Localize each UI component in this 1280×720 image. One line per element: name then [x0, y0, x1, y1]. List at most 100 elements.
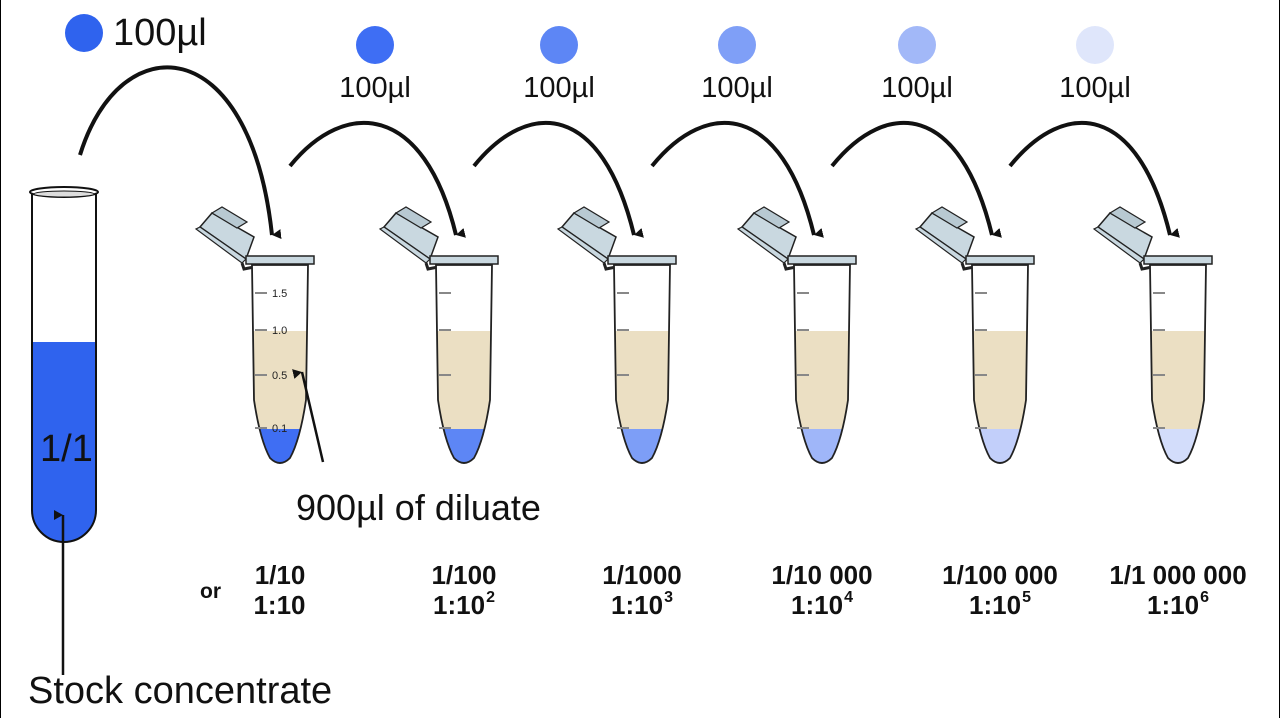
ratio-exponent: 4 [844, 589, 853, 606]
diluted-sample-liquid [252, 429, 308, 463]
tube-outline [613, 264, 671, 464]
transfer-volume-1: 100µl [339, 72, 411, 104]
diluted-sample-liquid [1150, 429, 1206, 463]
tube-outline [793, 264, 851, 464]
diluent-liquid [436, 331, 492, 429]
transfer-volume-5: 100µl [1059, 72, 1131, 104]
tube-lid-tab [930, 206, 969, 229]
dilution-fraction: 1/100 000 [942, 560, 1058, 590]
tube-lid-tab [572, 206, 611, 229]
stock-concentrate-label: Stock concentrate [28, 670, 333, 712]
diluent-liquid [1150, 331, 1206, 429]
transfer-volume-4: 100µl [881, 72, 953, 104]
tube-liquid [436, 331, 492, 463]
dilution-tube-6 [1008, 120, 1213, 464]
transfer-arrow [1008, 120, 1180, 238]
ratio-base: 1:10 [611, 590, 664, 620]
dilution-tube-2 [288, 26, 578, 464]
transfer-drop-4 [898, 26, 936, 64]
dilution-power: 1:103 [532, 589, 752, 625]
tube-liquid [252, 331, 308, 463]
diluent-liquid [252, 331, 308, 429]
tube-rim [429, 255, 499, 265]
tube-outline [1149, 264, 1207, 464]
dilution-power: 1:105 [890, 589, 1110, 625]
tube-lid-tab [752, 206, 791, 229]
tube-hinge [782, 262, 797, 271]
dilution-power: 1:106 [1068, 589, 1280, 625]
dilution-fraction: 1/1 000 000 [1109, 560, 1247, 590]
tube-lid-tab [1108, 206, 1147, 229]
tube-liquid [614, 331, 670, 463]
tube-lid-tab [210, 206, 249, 229]
dilution-power: 1:10 [170, 590, 390, 625]
stock-tube-rim-inner [33, 190, 95, 198]
transfer-arrow [472, 120, 644, 238]
graduation-label: 0.1 [272, 423, 287, 435]
tube-liquid [972, 331, 1028, 463]
tube-rim [607, 255, 677, 265]
ratio-exponent: 2 [486, 589, 495, 606]
ratio-base: 1:10 [253, 590, 306, 620]
graduation-label: 1.5 [272, 288, 287, 300]
tube-lid-tab [394, 206, 433, 229]
diluted-sample-liquid [614, 429, 670, 463]
transfer-drop-5 [1076, 26, 1114, 64]
graduation-label: 1.0 [272, 325, 287, 337]
transfer-arrow [78, 65, 282, 240]
dilution-power: 1:104 [712, 589, 932, 625]
ratio-exponent: 3 [664, 589, 673, 606]
or-label: or [200, 580, 221, 603]
stock-drop [65, 14, 103, 52]
dilution-fraction: 1/100 [431, 560, 497, 590]
tube-hinge [424, 262, 439, 271]
tube-liquid [794, 331, 850, 463]
ratio-exponent: 6 [1200, 589, 1209, 606]
graduation-label: 0.5 [272, 370, 287, 382]
ratio-exponent: 5 [1022, 589, 1031, 606]
tube-hinge [240, 262, 255, 271]
transfer-drop-1 [356, 26, 394, 64]
diluent-liquid [794, 331, 850, 429]
transfer-arrow [830, 120, 1002, 238]
stock-liquid [32, 342, 96, 542]
dilution-tube-4 [650, 26, 936, 464]
diluent-liquid [972, 331, 1028, 429]
dilution-fraction: 1/1000 [602, 560, 682, 590]
tube-hinge [960, 262, 975, 271]
diluent-pointer-arrow [292, 369, 325, 463]
transfer-volume-3: 100µl [701, 72, 773, 104]
stock-ratio-label: 1/1 [40, 428, 93, 470]
ratio-base: 1:10 [791, 590, 844, 620]
tube-outline [435, 264, 493, 464]
tube-liquid [1150, 331, 1206, 463]
diluent-label: 900µl of diluate [296, 487, 541, 528]
dilution-power: 1:102 [354, 589, 574, 625]
dilution-tube-1: 1.5 1.0 0.5 0.1 [78, 26, 394, 464]
tube-hinge [1138, 262, 1153, 271]
ratio-base: 1:10 [433, 590, 486, 620]
diluted-sample-liquid [972, 429, 1028, 463]
tube-hinge [602, 262, 617, 271]
diluent-liquid [614, 331, 670, 429]
transfer-arrow [650, 120, 824, 238]
tube-rim [245, 255, 315, 265]
diluted-sample-liquid [794, 429, 850, 463]
ratio-base: 1:10 [969, 590, 1022, 620]
tube-rim [965, 255, 1035, 265]
stock-transfer-volume: 100µl [113, 12, 207, 54]
dilution-fraction: 1/10 000 [771, 560, 873, 590]
tube-outline [971, 264, 1029, 464]
tube-outline [251, 264, 309, 464]
transfer-drop-2 [540, 26, 578, 64]
tube-rim [787, 255, 857, 265]
transfer-volume-2: 100µl [523, 72, 595, 104]
